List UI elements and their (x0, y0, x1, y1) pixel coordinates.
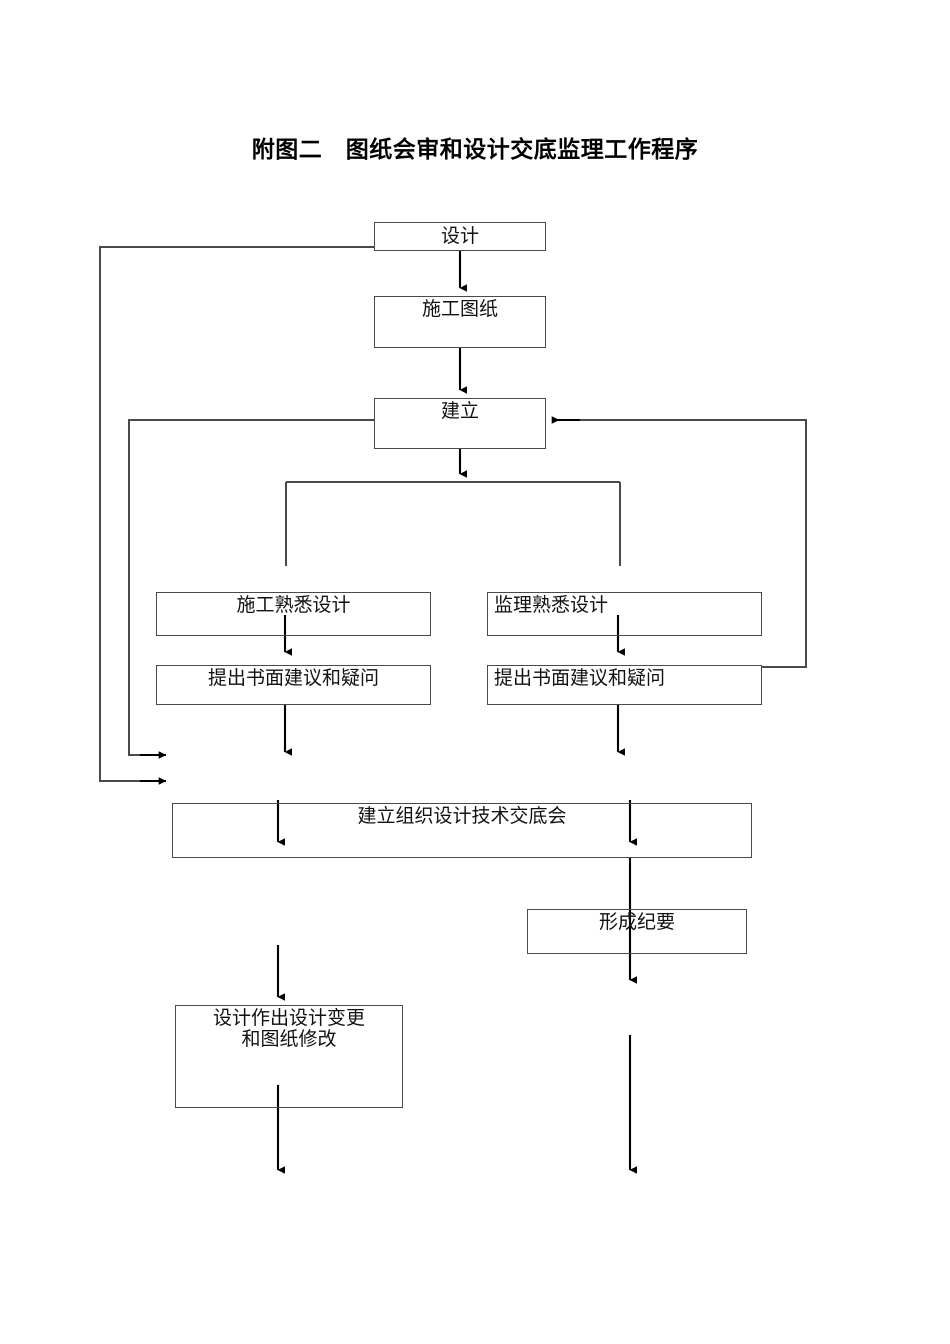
node-design-change-and-drawing-revision[interactable]: 设计作出设计变更 和图纸修改 (175, 1005, 403, 1108)
node-design-change-label: 设计作出设计变更 和图纸修改 (212, 1007, 365, 1051)
node-design[interactable]: 设计 (374, 222, 546, 251)
node-technical-disclosure-meeting-label: 建立组织设计技术交底会 (357, 805, 567, 827)
node-supervisor-written-questions[interactable]: 提出书面建议和疑问 (487, 665, 762, 705)
node-form-minutes-label: 形成纪要 (598, 911, 675, 933)
node-design-label: 设计 (440, 224, 479, 247)
node-construction-drawings-label: 施工图纸 (421, 298, 498, 320)
page-title: 附图二 图纸会审和设计交底监理工作程序 (251, 137, 699, 163)
connector-design-feedback-loop (99, 246, 374, 782)
node-supervisor-familiar-label: 监理熟悉设计 (494, 594, 609, 616)
node-supervisor-familiar-with-design[interactable]: 监理熟悉设计 (487, 592, 762, 636)
connector-establish-split (285, 481, 621, 566)
node-constructor-familiar-label: 施工熟悉设计 (236, 594, 351, 616)
node-establish-label: 建立 (440, 400, 479, 422)
node-constructor-familiar-with-design[interactable]: 施工熟悉设计 (156, 592, 431, 636)
node-form-minutes[interactable]: 形成纪要 (527, 909, 747, 954)
node-constructor-written-questions-label: 提出书面建议和疑问 (207, 667, 379, 689)
node-establish[interactable]: 建立 (374, 398, 546, 449)
node-constructor-written-questions[interactable]: 提出书面建议和疑问 (156, 665, 431, 705)
node-construction-drawings[interactable]: 施工图纸 (374, 296, 546, 348)
node-supervisor-written-questions-label: 提出书面建议和疑问 (494, 667, 666, 689)
connector-supervisor-questions-feedback (556, 419, 807, 668)
node-technical-disclosure-meeting[interactable]: 建立组织设计技术交底会 (172, 803, 752, 858)
